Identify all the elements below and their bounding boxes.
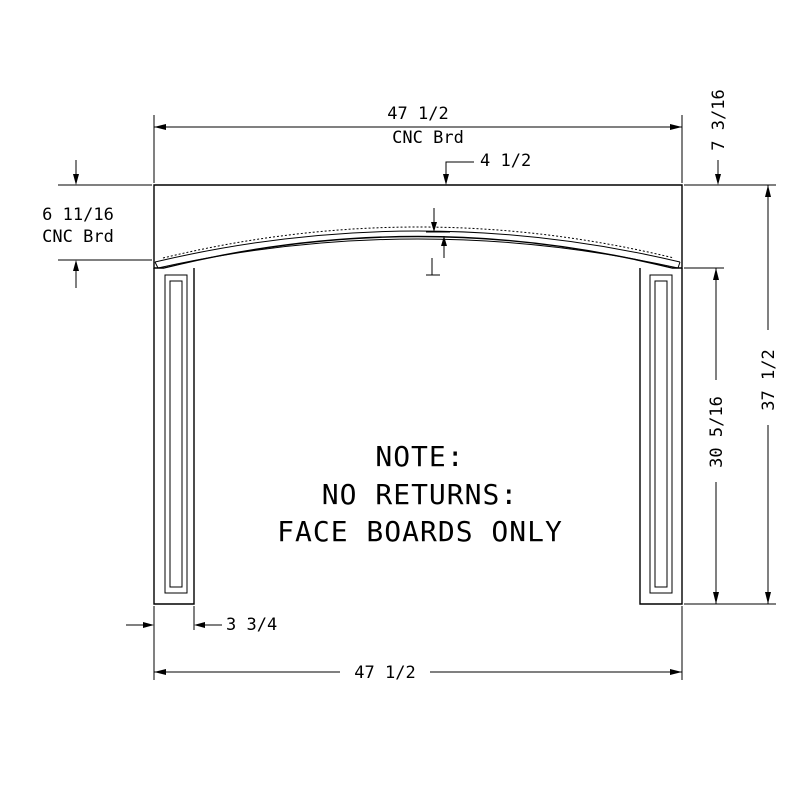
header-height-label: 6 11/16 [42, 205, 114, 225]
top-width-label: 47 1/2 [387, 104, 448, 124]
bottom-width-label: 47 1/2 [354, 663, 415, 683]
note-title: NOTE: [375, 440, 464, 473]
dimension-center-thickness [426, 208, 450, 276]
top-gap-label: 7 3/16 [709, 89, 729, 150]
dimension-top-gap: 7 3/16 [709, 89, 729, 185]
dimension-overall-height: 37 1/2 [684, 184, 779, 605]
dimension-bottom-width: 47 1/2 [153, 606, 683, 683]
arch-rise-label: 4 1/2 [480, 151, 531, 171]
dimension-leg-height: 30 5/16 [684, 267, 727, 604]
dimension-arch-rise: 4 1/2 [443, 151, 531, 185]
note-block: NOTE: NO RETURNS: FACE BOARDS ONLY [277, 440, 563, 548]
leg-height-label: 30 5/16 [707, 396, 727, 468]
header-height-sublabel: CNC Brd [42, 227, 114, 247]
dimension-header-height: 6 11/16 CNC Brd [42, 160, 152, 288]
top-width-sublabel: CNC Brd [392, 128, 464, 148]
leg-width-label: 3 3/4 [226, 615, 277, 635]
header-board [153, 184, 683, 269]
dimension-leg-width: 3 3/4 [126, 606, 277, 640]
right-leg [639, 268, 683, 605]
dimension-top-width: 47 1/2 CNC Brd [153, 104, 683, 183]
note-line-3: FACE BOARDS ONLY [277, 515, 563, 548]
note-line-2: NO RETURNS: [322, 478, 518, 511]
overall-height-label: 37 1/2 [759, 349, 779, 410]
left-leg [153, 268, 195, 605]
